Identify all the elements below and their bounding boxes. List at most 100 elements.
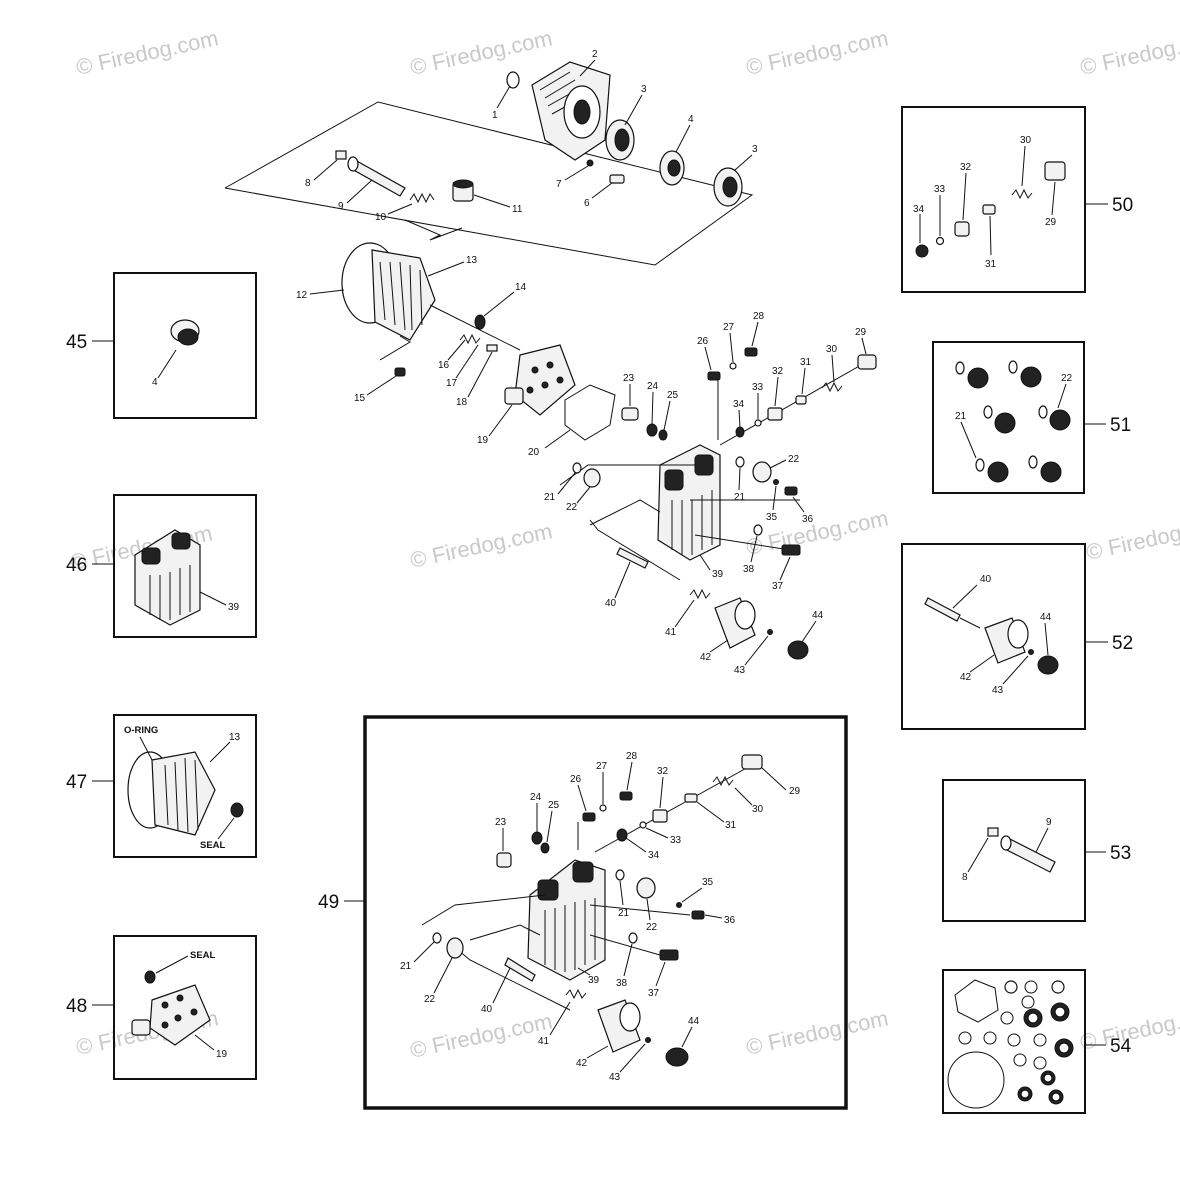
- callout-22: 22: [566, 502, 578, 513]
- kit-46-label: 46: [66, 555, 87, 576]
- callout-23: 23: [623, 373, 635, 384]
- callout-14: 14: [515, 282, 527, 293]
- ball-33: [754, 419, 762, 427]
- kit-47-seal: SEAL: [200, 840, 226, 851]
- callout-39: 39: [712, 569, 724, 580]
- pin-31: [795, 395, 807, 405]
- sleeve-42: [714, 597, 756, 649]
- kit-51-callout-22: 22: [1061, 373, 1073, 384]
- kit-47-label: 47: [66, 772, 87, 793]
- watermark: © Firedog.com: [74, 25, 221, 80]
- inlet-23: [621, 407, 639, 421]
- kit-46-box: [113, 494, 257, 638]
- kit-49-callout-40: 40: [481, 1004, 493, 1015]
- oil-seal-4: [170, 319, 200, 346]
- seal-ring: [230, 802, 244, 818]
- key-8: [335, 150, 347, 160]
- oil-seal-4: [659, 150, 685, 186]
- spring-41: [689, 588, 711, 600]
- kit-49-box: [363, 715, 848, 1110]
- callout-3: 3: [641, 84, 647, 95]
- kit-48-box: [113, 935, 257, 1080]
- kit-50-callout-34: 34: [913, 204, 925, 215]
- kit-49-callout-32: 32: [657, 766, 669, 777]
- kit-49-callout-28: 28: [626, 751, 638, 762]
- kit-49-callout-26: 26: [570, 774, 582, 785]
- washer-7: [586, 159, 594, 167]
- kit-47-oring: O-RING: [124, 725, 158, 736]
- callout-28: 28: [753, 311, 765, 322]
- watermark: © Firedog.com: [744, 25, 891, 80]
- callout-25: 25: [667, 390, 679, 401]
- kit-52-callout-42: 42: [960, 672, 972, 683]
- watermark: © Firedog.com: [1084, 510, 1180, 565]
- callout-4: 4: [688, 114, 694, 125]
- callout-16: 16: [438, 360, 450, 371]
- callout-1: 1: [492, 110, 498, 121]
- oring-24: [646, 423, 658, 437]
- kit-49-callout-43: 43: [609, 1072, 621, 1083]
- kit-49-callout-37: 37: [648, 988, 660, 999]
- callout-21: 21: [734, 492, 746, 503]
- kit-45: 45 4: [66, 272, 257, 419]
- kit-52-label: 52: [1112, 633, 1133, 654]
- leader-line: [404, 219, 463, 241]
- bearing-3a: [605, 119, 635, 161]
- pump-manifold-39: [657, 444, 721, 561]
- ball-27: [729, 362, 737, 370]
- kit-49-callout-38: 38: [616, 978, 628, 989]
- kit-49-callout-36: 36: [724, 915, 736, 926]
- bolt-15: [394, 367, 406, 377]
- leader-line: [589, 519, 681, 581]
- kit-49-callout-22: 22: [646, 922, 658, 933]
- seal-ring: [144, 970, 156, 984]
- kit-52-callout-43: 43: [992, 685, 1004, 696]
- kit-47: 47 O-RING 13 SEAL: [66, 714, 257, 858]
- knob-44: [787, 640, 809, 660]
- callout-33: 33: [752, 382, 764, 393]
- oring-21: [735, 456, 745, 468]
- kit-49-callout-21: 21: [400, 961, 412, 972]
- kit-51-callout-21: 21: [955, 411, 967, 422]
- kit-49-callout-39: 39: [588, 975, 600, 986]
- kit-45-callout-4: 4: [152, 377, 158, 388]
- leader-line: [719, 359, 871, 446]
- kit-45-box: [113, 272, 257, 419]
- kit-49-callout-33: 33: [670, 835, 682, 846]
- kit-50-callout-32: 32: [960, 162, 972, 173]
- callout-27: 27: [723, 322, 735, 333]
- kit-49-callout-34: 34: [648, 850, 660, 861]
- kit-51-label: 51: [1110, 415, 1131, 436]
- oring-25: [658, 429, 668, 441]
- callout-20: 20: [528, 447, 540, 458]
- callout-29: 29: [855, 327, 867, 338]
- gasket-20: [564, 384, 616, 441]
- callout-6: 6: [584, 198, 590, 209]
- kit-48: 48 SEAL 19: [66, 935, 257, 1080]
- kit-53: 53 9 8: [942, 779, 1131, 922]
- plug-11: [452, 179, 474, 202]
- kit-49-callout-25: 25: [548, 800, 560, 811]
- kit-50: 50 34 33 32 30 29 31: [901, 106, 1133, 293]
- kit-54: 54: [942, 969, 1132, 1114]
- kit-52: 52 40 44 42 43: [901, 543, 1133, 730]
- kit-49-callout-22: 22: [424, 994, 436, 1005]
- pump-manifold-39: [134, 529, 201, 626]
- kit-45-label: 45: [66, 332, 87, 353]
- kit-49-callout-30: 30: [752, 804, 764, 815]
- main-callouts: 1 2 3 4 3 7 6 8 9 10 11 12 13 14 15 16 1…: [296, 49, 867, 676]
- callout-26: 26: [697, 336, 709, 347]
- callout-31: 31: [800, 357, 812, 368]
- kit-46: 46 39: [66, 494, 257, 638]
- kit-52-callout-40: 40: [980, 574, 992, 585]
- spacer-32: [767, 407, 783, 421]
- kit-49-callout-35: 35: [702, 877, 714, 888]
- callout-8: 8: [305, 178, 311, 189]
- seal-14: [474, 314, 486, 330]
- kit-48-label: 48: [66, 996, 87, 1017]
- callout-13: 13: [466, 255, 478, 266]
- kit-46-callout-39: 39: [228, 602, 240, 613]
- kit-49-callout-27: 27: [596, 761, 608, 772]
